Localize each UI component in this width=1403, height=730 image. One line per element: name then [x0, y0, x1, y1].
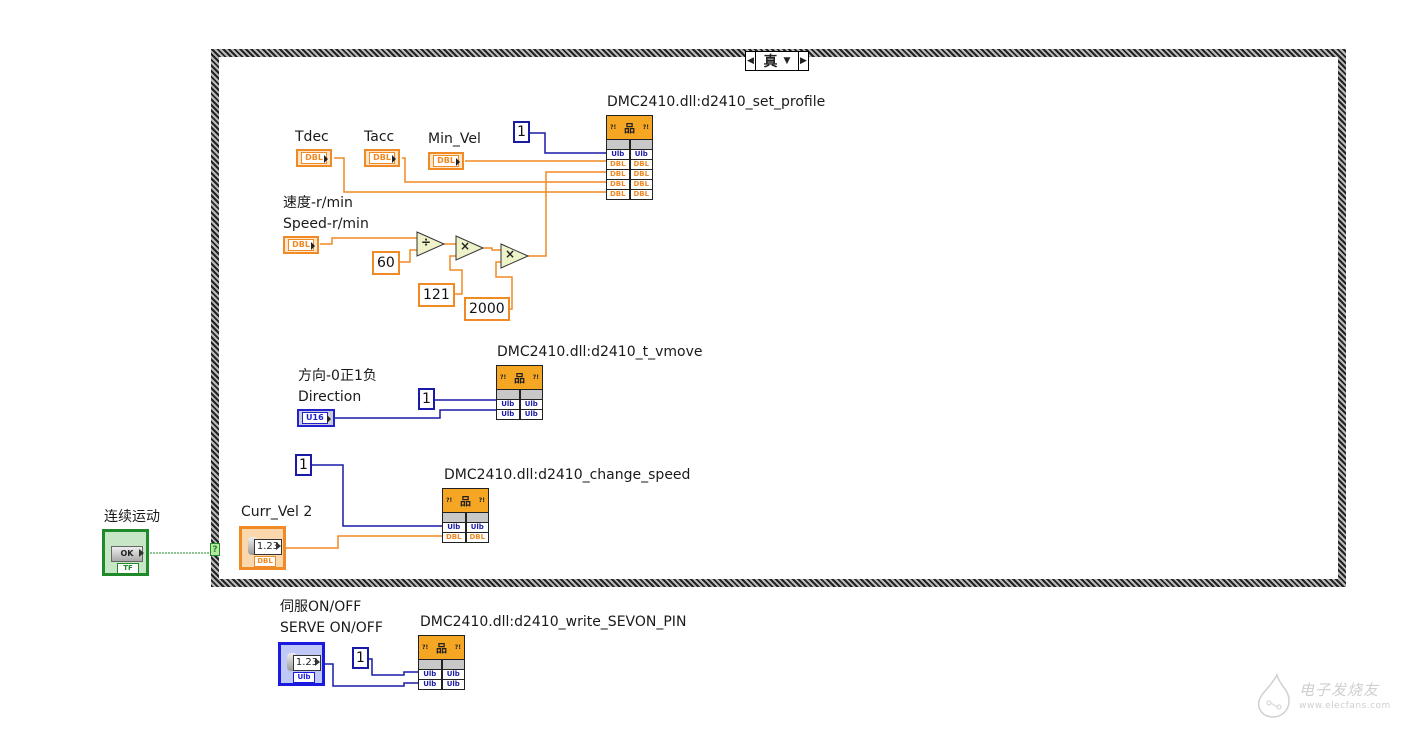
speed-label-cn: 速度-r/min: [283, 195, 353, 211]
curr-vel-label: Curr_Vel 2: [241, 504, 313, 520]
warning-marker-icon: ?!: [500, 374, 507, 381]
direction-label-en: Direction: [298, 389, 362, 405]
min-vel-label: Min_Vel: [428, 131, 481, 147]
change-speed-title: DMC2410.dll:d2410_change_speed: [444, 467, 691, 483]
multiply-icon: ×: [505, 247, 516, 261]
warning-marker-icon: ?!: [478, 497, 485, 504]
warning-marker-icon: ?!: [532, 374, 539, 381]
tacc-terminal[interactable]: DBL: [364, 149, 400, 167]
case-selector-terminal[interactable]: ?: [210, 543, 220, 556]
direction-label-cn: 方向-0正1负: [298, 368, 377, 384]
output-arrow-icon: [392, 155, 396, 163]
set-profile-card-constant[interactable]: 1: [513, 121, 530, 143]
warning-marker-icon: ?!: [610, 124, 617, 131]
curr-vel-display: 1.23: [254, 539, 282, 555]
curr-vel-type: DBL: [254, 556, 276, 567]
case-next-arrow-icon[interactable]: ▶: [798, 52, 808, 70]
watermark-text-cn: 电子发烧友: [1299, 681, 1380, 699]
tdec-label: Tdec: [295, 129, 329, 145]
constant-2000[interactable]: 2000: [464, 297, 510, 321]
case-selector[interactable]: ◀ 真 ▼ ▶: [745, 51, 809, 71]
speed-terminal[interactable]: DBL: [283, 236, 319, 254]
multiply-node-1[interactable]: [455, 235, 485, 261]
set-profile-title: DMC2410.dll:d2410_set_profile: [607, 94, 826, 110]
divide-icon: ÷: [421, 235, 432, 249]
continuous-label: 连续运动: [104, 509, 160, 525]
numeric-knob-icon: [287, 653, 297, 671]
library-icon: 品: [624, 121, 635, 135]
change-speed-card-constant[interactable]: 1: [295, 454, 312, 476]
multiply-icon: ×: [460, 239, 471, 253]
warning-marker-icon: ?!: [422, 644, 429, 651]
divide-node[interactable]: [416, 231, 446, 257]
servo-display: 1.23: [293, 655, 321, 671]
output-arrow-icon: [327, 415, 331, 423]
servo-label-en: SERVE ON/OFF: [280, 620, 383, 636]
watermark-logo-icon: [1257, 673, 1290, 718]
library-icon: 品: [436, 641, 447, 655]
case-prev-arrow-icon[interactable]: ◀: [746, 52, 756, 70]
case-selector-value: 真: [763, 54, 778, 70]
chevron-down-icon[interactable]: ▼: [783, 56, 791, 66]
case-structure-frame[interactable]: [211, 49, 1346, 587]
direction-terminal[interactable]: U16: [297, 409, 335, 427]
wire-card-sevon: [369, 658, 418, 676]
constant-121[interactable]: 121: [418, 283, 455, 307]
sevon-card-constant[interactable]: 1: [352, 647, 369, 669]
output-arrow-icon: [315, 658, 320, 666]
constant-60[interactable]: 60: [372, 251, 400, 275]
output-arrow-icon: [276, 542, 281, 550]
curr-vel-control[interactable]: 1.23 DBL: [239, 526, 286, 570]
multiply-node-2[interactable]: [500, 243, 530, 269]
continuous-button-control[interactable]: OK TF: [102, 529, 149, 576]
watermark: 电子发烧友 www.elecfans.com: [1255, 673, 1395, 723]
library-icon: 品: [460, 494, 471, 508]
servo-type: Ulb: [293, 672, 315, 683]
t-vmove-title: DMC2410.dll:d2410_t_vmove: [497, 344, 703, 360]
library-icon: 品: [514, 371, 525, 385]
wire-servo: [323, 663, 418, 687]
output-arrow-icon: [324, 155, 328, 163]
continuous-type: TF: [117, 563, 139, 574]
numeric-knob-icon: [248, 537, 258, 555]
tacc-label: Tacc: [364, 129, 395, 145]
watermark-url: www.elecfans.com: [1299, 701, 1391, 711]
tdec-terminal[interactable]: DBL: [296, 149, 332, 167]
servo-label-cn: 伺服ON/OFF: [280, 599, 362, 615]
output-arrow-icon: [456, 158, 460, 166]
tacc-type: DBL: [369, 152, 395, 164]
servo-control[interactable]: 1.23 Ulb: [278, 642, 325, 686]
direction-type: U16: [302, 412, 328, 424]
output-arrow-icon: [139, 549, 144, 557]
warning-marker-icon: ?!: [446, 497, 453, 504]
warning-marker-icon: ?!: [642, 124, 649, 131]
warning-marker-icon: ?!: [454, 644, 461, 651]
speed-label-en: Speed-r/min: [283, 216, 369, 232]
output-arrow-icon: [311, 242, 315, 250]
min-vel-terminal[interactable]: DBL: [428, 152, 464, 170]
vmove-card-constant[interactable]: 1: [418, 388, 435, 410]
write-sevon-title: DMC2410.dll:d2410_write_SEVON_PIN: [420, 614, 687, 630]
